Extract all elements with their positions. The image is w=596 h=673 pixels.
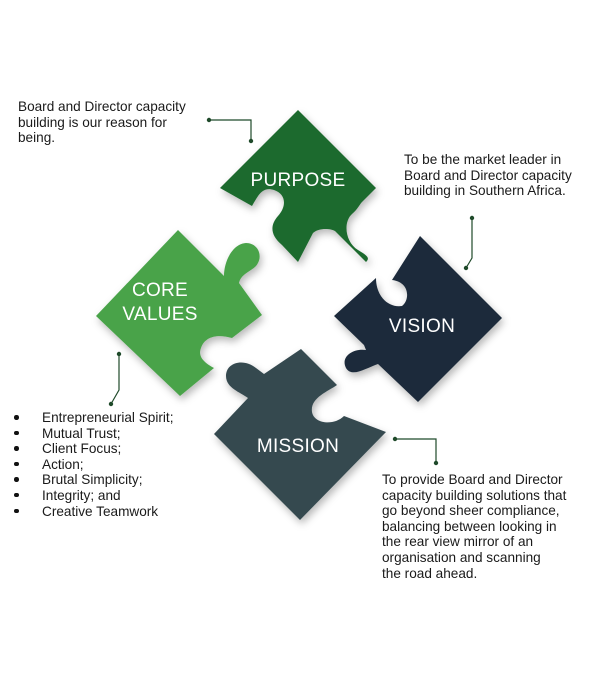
purpose-label: PURPOSE [250, 170, 345, 191]
mission-piece [214, 349, 386, 520]
core-value-item: Creative Teamwork [13, 504, 173, 520]
mission-connector [396, 438, 437, 462]
vision-piece [334, 236, 502, 402]
core-values-connector-dot [116, 351, 122, 357]
vision-connector-end-dot [463, 265, 469, 271]
vision-label: VISION [389, 316, 455, 337]
vision-connector [465, 218, 473, 269]
mission-label: MISSION [257, 436, 339, 457]
core-values-piece [96, 230, 262, 396]
purpose-piece [220, 110, 376, 262]
purpose-connector-dot [206, 117, 212, 123]
core-value-item: Client Focus; [13, 441, 173, 457]
core-value-item: Entrepreneurial Spirit; [13, 410, 174, 425]
core-values-connector-end-dot [108, 401, 114, 407]
mission-connector-dot [392, 436, 398, 442]
purpose-connector [210, 119, 252, 140]
core-value-item: Action; [13, 457, 173, 473]
purpose-description: Board and Director capacity building is … [18, 99, 186, 146]
core-value-item: Brutal Simplicity; [13, 472, 173, 488]
core-values-list: Entrepreneurial Spirit; Mutual Trust; Cl… [8, 410, 173, 519]
purpose-connector-end-dot [248, 138, 254, 144]
vision-description: To be the market leader in Board and Dir… [404, 152, 572, 199]
mission-description: To provide Board and Director capacity b… [382, 472, 567, 581]
core-values-label-2: VALUES [122, 304, 197, 325]
vision-connector-dot [469, 215, 475, 221]
core-value-item: Mutual Trust; [13, 426, 173, 442]
core-values-label-1: CORE [132, 280, 188, 301]
core-values-connector [110, 355, 120, 405]
mission-connector-end-dot [433, 460, 439, 466]
core-value-item: Integrity; and [13, 488, 173, 504]
